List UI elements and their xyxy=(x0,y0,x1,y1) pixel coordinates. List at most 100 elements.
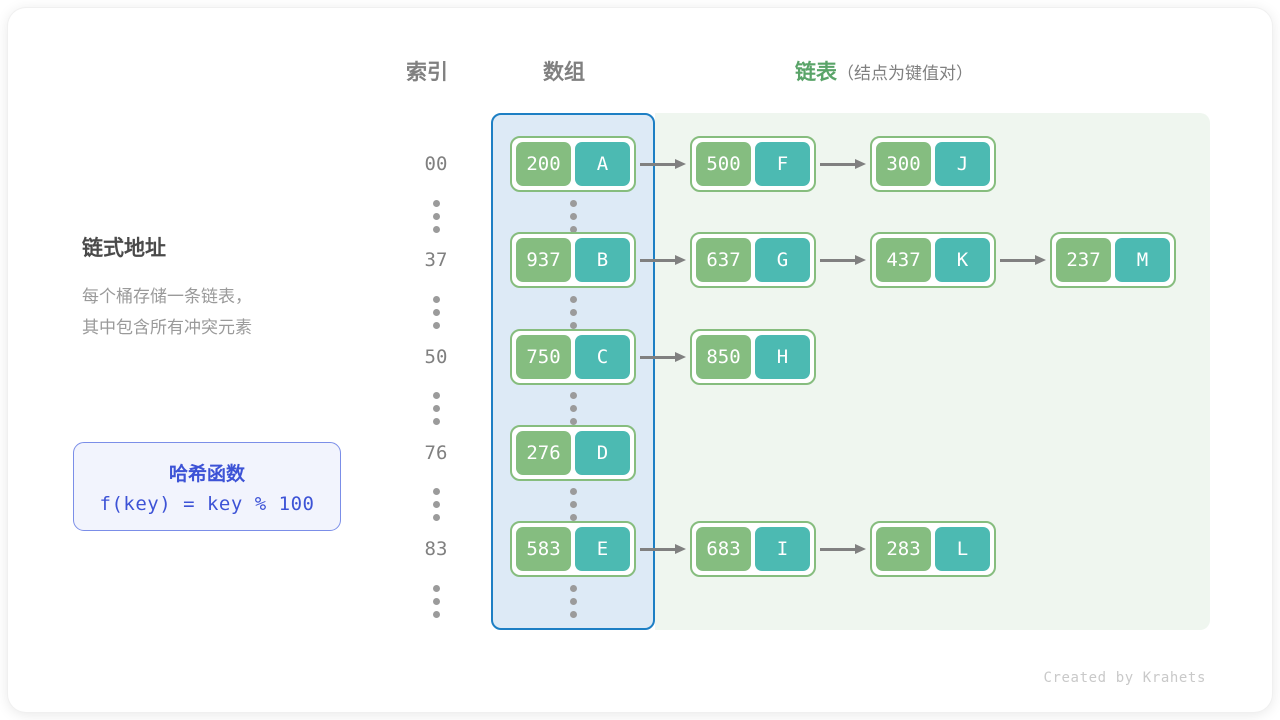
ellipsis-dot xyxy=(569,514,577,521)
ellipsis-dot xyxy=(569,309,577,316)
node-key: 276 xyxy=(516,431,571,475)
index-ellipsis xyxy=(432,200,440,233)
node-value: M xyxy=(1115,238,1170,282)
ellipsis-dot xyxy=(569,322,577,329)
index-ellipsis xyxy=(432,296,440,329)
ellipsis-dot xyxy=(569,418,577,425)
credit-text: Created by Krahets xyxy=(1043,670,1206,686)
chain-arrow xyxy=(820,255,866,265)
node-value: H xyxy=(755,335,810,379)
arrow-shaft xyxy=(640,258,676,262)
array-ellipsis xyxy=(569,200,577,233)
arrow-shaft xyxy=(1000,258,1036,262)
arrow-shaft xyxy=(640,547,676,551)
array-ellipsis xyxy=(569,296,577,329)
arrow-head xyxy=(855,159,866,169)
ellipsis-dot xyxy=(569,213,577,220)
node-value: E xyxy=(575,527,630,571)
node-value: B xyxy=(575,238,630,282)
arrow-shaft xyxy=(640,355,676,359)
ellipsis-dot xyxy=(432,200,440,207)
ellipsis-dot xyxy=(432,392,440,399)
description-line-1: 每个桶存储一条链表， xyxy=(82,287,252,306)
chain-arrow xyxy=(640,159,686,169)
node-value: L xyxy=(935,527,990,571)
node-key: 750 xyxy=(516,335,571,379)
ellipsis-dot xyxy=(432,226,440,233)
ellipsis-dot xyxy=(432,611,440,618)
node-key: 583 xyxy=(516,527,571,571)
arrow-shaft xyxy=(640,162,676,166)
ellipsis-dot xyxy=(569,598,577,605)
ellipsis-dot xyxy=(569,405,577,412)
node-key: 437 xyxy=(876,238,931,282)
chain-arrow xyxy=(640,352,686,362)
node-key: 850 xyxy=(696,335,751,379)
ellipsis-dot xyxy=(432,488,440,495)
ellipsis-dot xyxy=(432,322,440,329)
index-ellipsis xyxy=(432,488,440,521)
node-value: K xyxy=(935,238,990,282)
ellipsis-dot xyxy=(432,501,440,508)
chain-arrow xyxy=(640,255,686,265)
array-ellipsis xyxy=(569,488,577,521)
arrow-head xyxy=(1035,255,1046,265)
hash-function-title: 哈希函数 xyxy=(168,463,245,485)
arrow-shaft xyxy=(820,547,856,551)
ellipsis-dot xyxy=(432,598,440,605)
ellipsis-dot xyxy=(569,392,577,399)
ellipsis-dot xyxy=(432,585,440,592)
header-index: 索引 xyxy=(406,61,448,84)
header-array: 数组 xyxy=(543,61,585,84)
bucket-index-label: 00 xyxy=(424,153,448,175)
ellipsis-dot xyxy=(432,405,440,412)
ellipsis-dot xyxy=(432,418,440,425)
hash-function-formula: f(key) = key % 100 xyxy=(99,492,315,515)
arrow-head xyxy=(675,352,686,362)
ellipsis-dot xyxy=(432,514,440,521)
node-key: 237 xyxy=(1056,238,1111,282)
arrow-head xyxy=(855,255,866,265)
ellipsis-dot xyxy=(569,226,577,233)
bucket-index-label: 76 xyxy=(424,442,448,464)
description-title: 链式地址 xyxy=(82,237,166,260)
node-value: I xyxy=(755,527,810,571)
ellipsis-dot xyxy=(569,296,577,303)
bucket-index-label: 37 xyxy=(424,249,448,271)
ellipsis-dot xyxy=(432,309,440,316)
arrow-shaft xyxy=(820,258,856,262)
ellipsis-dot xyxy=(569,488,577,495)
node-value: G xyxy=(755,238,810,282)
arrow-head xyxy=(855,544,866,554)
arrow-head xyxy=(675,159,686,169)
node-value: J xyxy=(935,142,990,186)
node-value: F xyxy=(755,142,810,186)
node-key: 683 xyxy=(696,527,751,571)
ellipsis-dot xyxy=(569,585,577,592)
ellipsis-dot xyxy=(569,501,577,508)
node-key: 300 xyxy=(876,142,931,186)
description-line-2: 其中包含所有冲突元素 xyxy=(82,318,252,337)
header-linked-list-note: （结点为键值对） xyxy=(837,64,973,83)
arrow-head xyxy=(675,255,686,265)
node-key: 500 xyxy=(696,142,751,186)
ellipsis-dot xyxy=(569,200,577,207)
bucket-index-label: 50 xyxy=(424,346,448,368)
ellipsis-dot xyxy=(569,611,577,618)
index-ellipsis xyxy=(432,585,440,618)
chain-arrow xyxy=(820,544,866,554)
arrow-head xyxy=(675,544,686,554)
index-ellipsis xyxy=(432,392,440,425)
node-value: D xyxy=(575,431,630,475)
